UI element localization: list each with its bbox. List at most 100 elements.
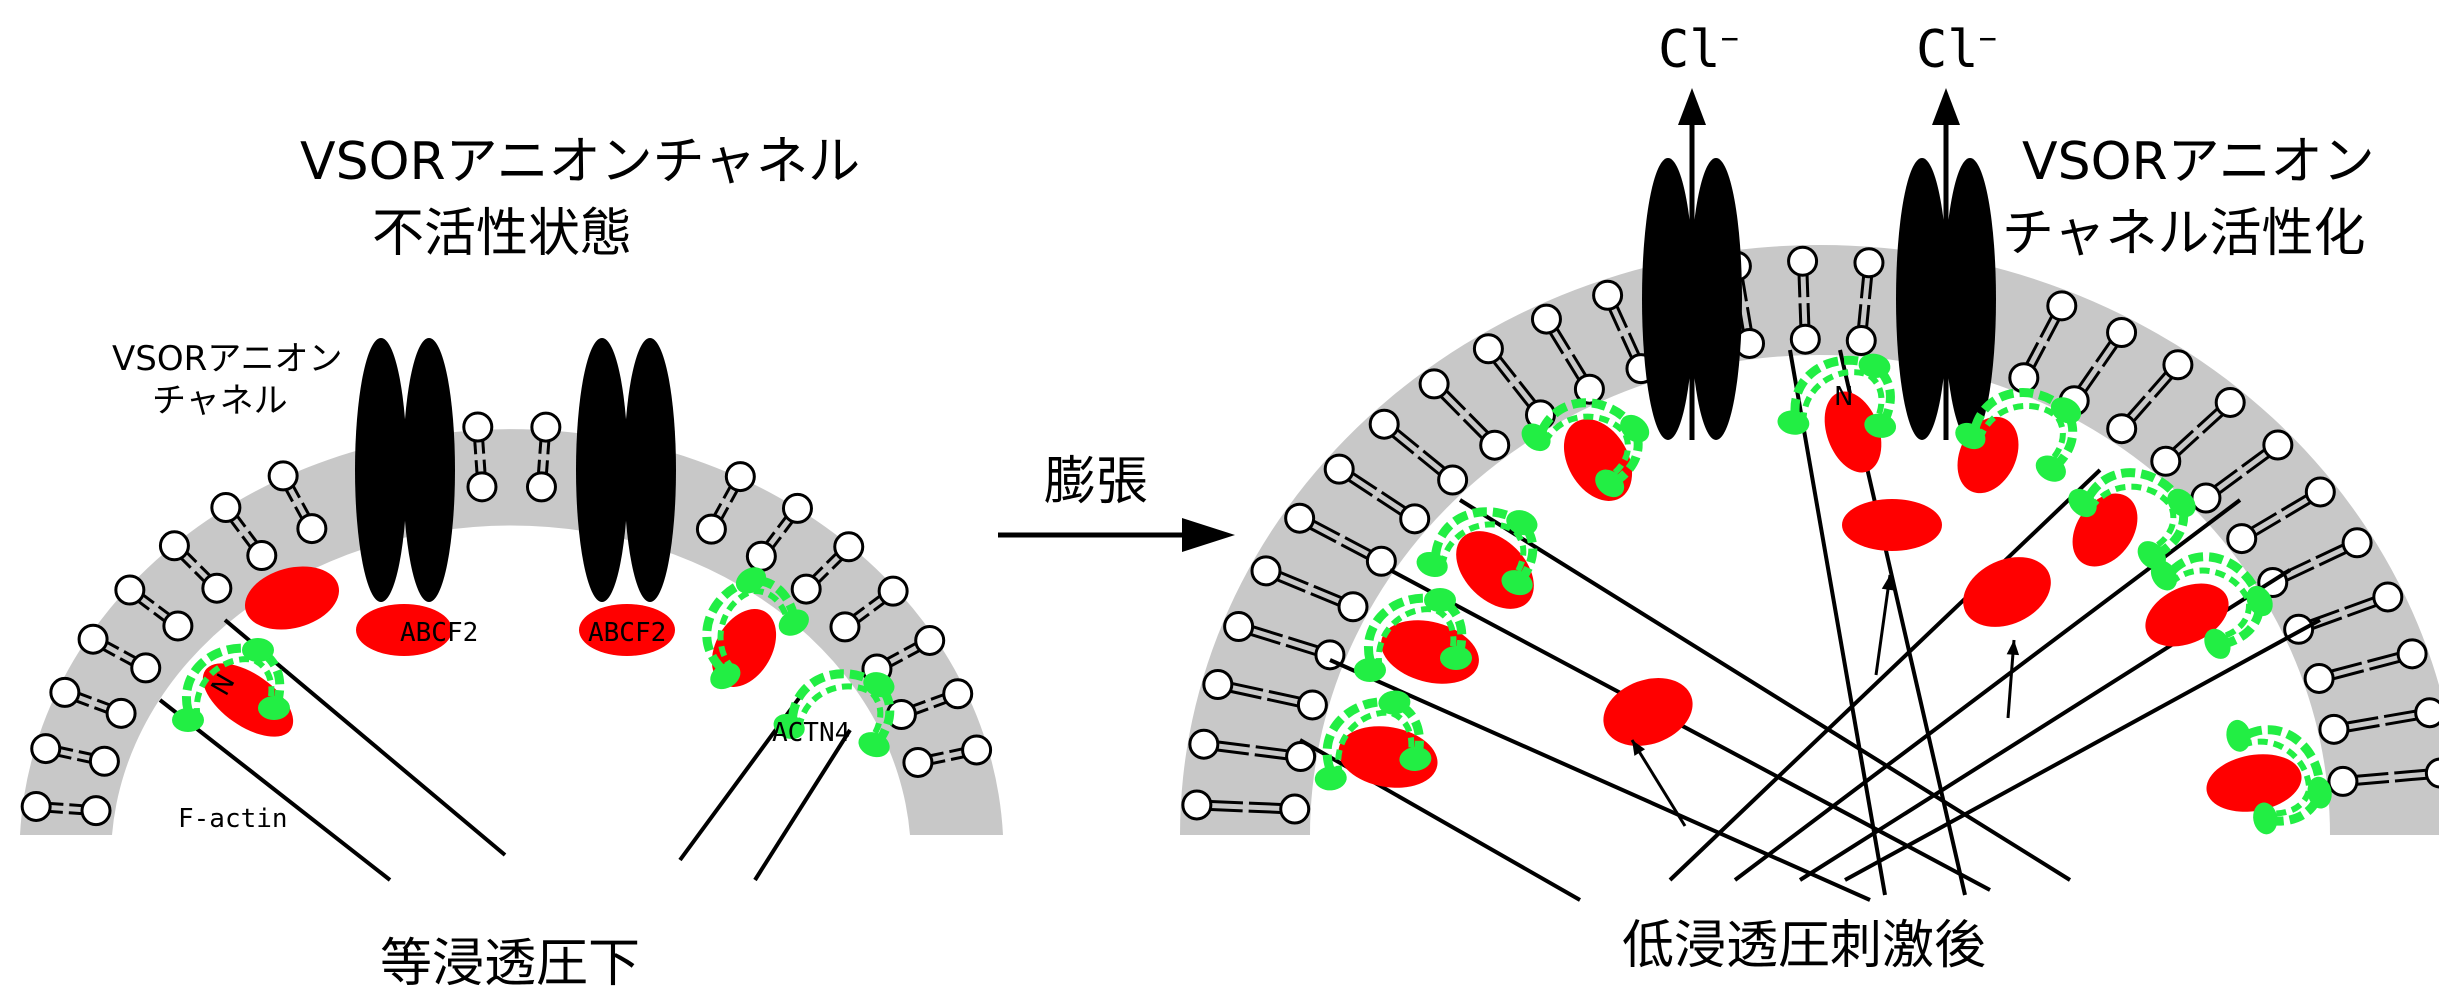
lipid-tail [2394,776,2427,783]
actn4-head [1620,414,1650,443]
lipid-tail [78,750,92,756]
lipid-tail [1380,491,1407,510]
lipid-tail [950,755,965,761]
lipid-tail [2241,448,2266,468]
lipid-tail [1518,380,1537,403]
left-panel-inactive [20,338,1003,882]
lipid-tail [2286,566,2315,582]
lipid-tail [229,520,241,533]
lipid-head [2046,290,2078,322]
actn4-head [1595,469,1625,498]
swelling-label: 膨張 [1044,452,1149,512]
lipid-tail [2032,345,2047,368]
lipid-head [2162,349,2194,381]
lipid-head [1573,373,1605,405]
actn4-head [1440,646,1472,670]
lipid-tail [2172,429,2195,450]
lipid-head [1853,247,1885,279]
lipid-head [1250,555,1282,587]
abcf2-protein [579,604,675,656]
lipid-head [2424,757,2439,789]
right-cell-membrane [1180,245,2439,835]
lipid-pair [462,411,498,503]
lipid-tail [825,552,838,565]
right-caption: 低浸透圧刺激後 [1622,916,1987,976]
lipid-head [267,460,299,492]
actn4-protein [2226,719,2332,835]
lipid-head [20,790,52,822]
lipid-head [30,733,62,765]
lipid-tail [482,459,487,473]
lipid-pair [1592,279,1657,385]
lipid-head [1188,728,1220,760]
chloride-charge: − [1720,21,1739,57]
lipid-tail [2383,709,2416,719]
lipid-tail [2369,659,2400,671]
lipid-head [462,411,494,443]
lipid-head [1530,303,1562,335]
lipid-tail [1549,332,1565,355]
abcf2-free [1842,499,1942,551]
right-proteins [1314,158,2332,835]
lipid-tail [2348,724,2380,733]
lipid-head [1337,591,1369,623]
lipid-tail [96,698,110,707]
lipid-tail [119,657,133,667]
lipid-head [914,624,946,656]
lipid-tail [2318,551,2347,567]
lipid-tail [1859,276,1866,299]
actn4-protein [2068,468,2196,570]
lipid-tail [1462,418,1484,440]
lipid-head [2262,429,2294,461]
lipid-tail [2250,512,2278,530]
actn4-head [258,696,290,720]
dissociation-arrow [1874,574,1892,676]
actn4-head [2246,585,2273,617]
chloride-efflux-arrows [1678,88,1960,440]
lipid-tail [1276,578,1306,593]
lipid-tail [1230,689,1262,700]
lipid-tail [481,440,486,454]
lipid-pair [2327,757,2439,797]
lipid-head [1365,545,1397,577]
lipid-tail [49,809,63,814]
lipid-tail [2385,717,2417,726]
lipid-tail [1268,689,1300,700]
dissociation-arrowhead [1881,575,1895,591]
lipid-tail [1492,361,1511,383]
lipid-tail [903,642,917,652]
lipid-tail [930,693,944,701]
lipid-head [1279,793,1311,825]
lipid-head [296,513,328,545]
lipid-pair [1368,408,1469,496]
lipid-tail [771,536,782,549]
actn4-head [2204,628,2231,659]
lipid-tail [868,595,881,606]
chloride-label-2: Cl− [1916,24,1997,76]
lipid-head [1181,789,1213,821]
lipid-tail [123,650,137,660]
lipid-pair [114,574,194,642]
actn4-head [1777,410,1810,435]
lipid-head [210,492,242,524]
actn4-head [1506,510,1538,536]
factin-filament [1788,349,1887,896]
lipid-tail [1499,356,1517,378]
lipid-tail [1511,385,1530,408]
lipid-head [724,461,756,493]
lipid-pair [2106,349,2194,445]
lipid-tail [1266,697,1299,708]
actn4-protein [1955,388,2082,482]
lipid-tail [58,753,72,760]
left-title-line2: 不活性状態 [372,204,633,264]
lipid-tail [1344,536,1372,553]
lipid-head [130,652,162,684]
actn4-head [2167,488,2196,518]
chloride-symbol: Cl [1658,20,1721,80]
lipid-head [2106,413,2138,445]
lipid-tail [285,489,294,503]
lipid-tail [1396,428,1420,449]
lipid-tail [2255,518,2282,537]
lipid-tail [2309,608,2340,623]
